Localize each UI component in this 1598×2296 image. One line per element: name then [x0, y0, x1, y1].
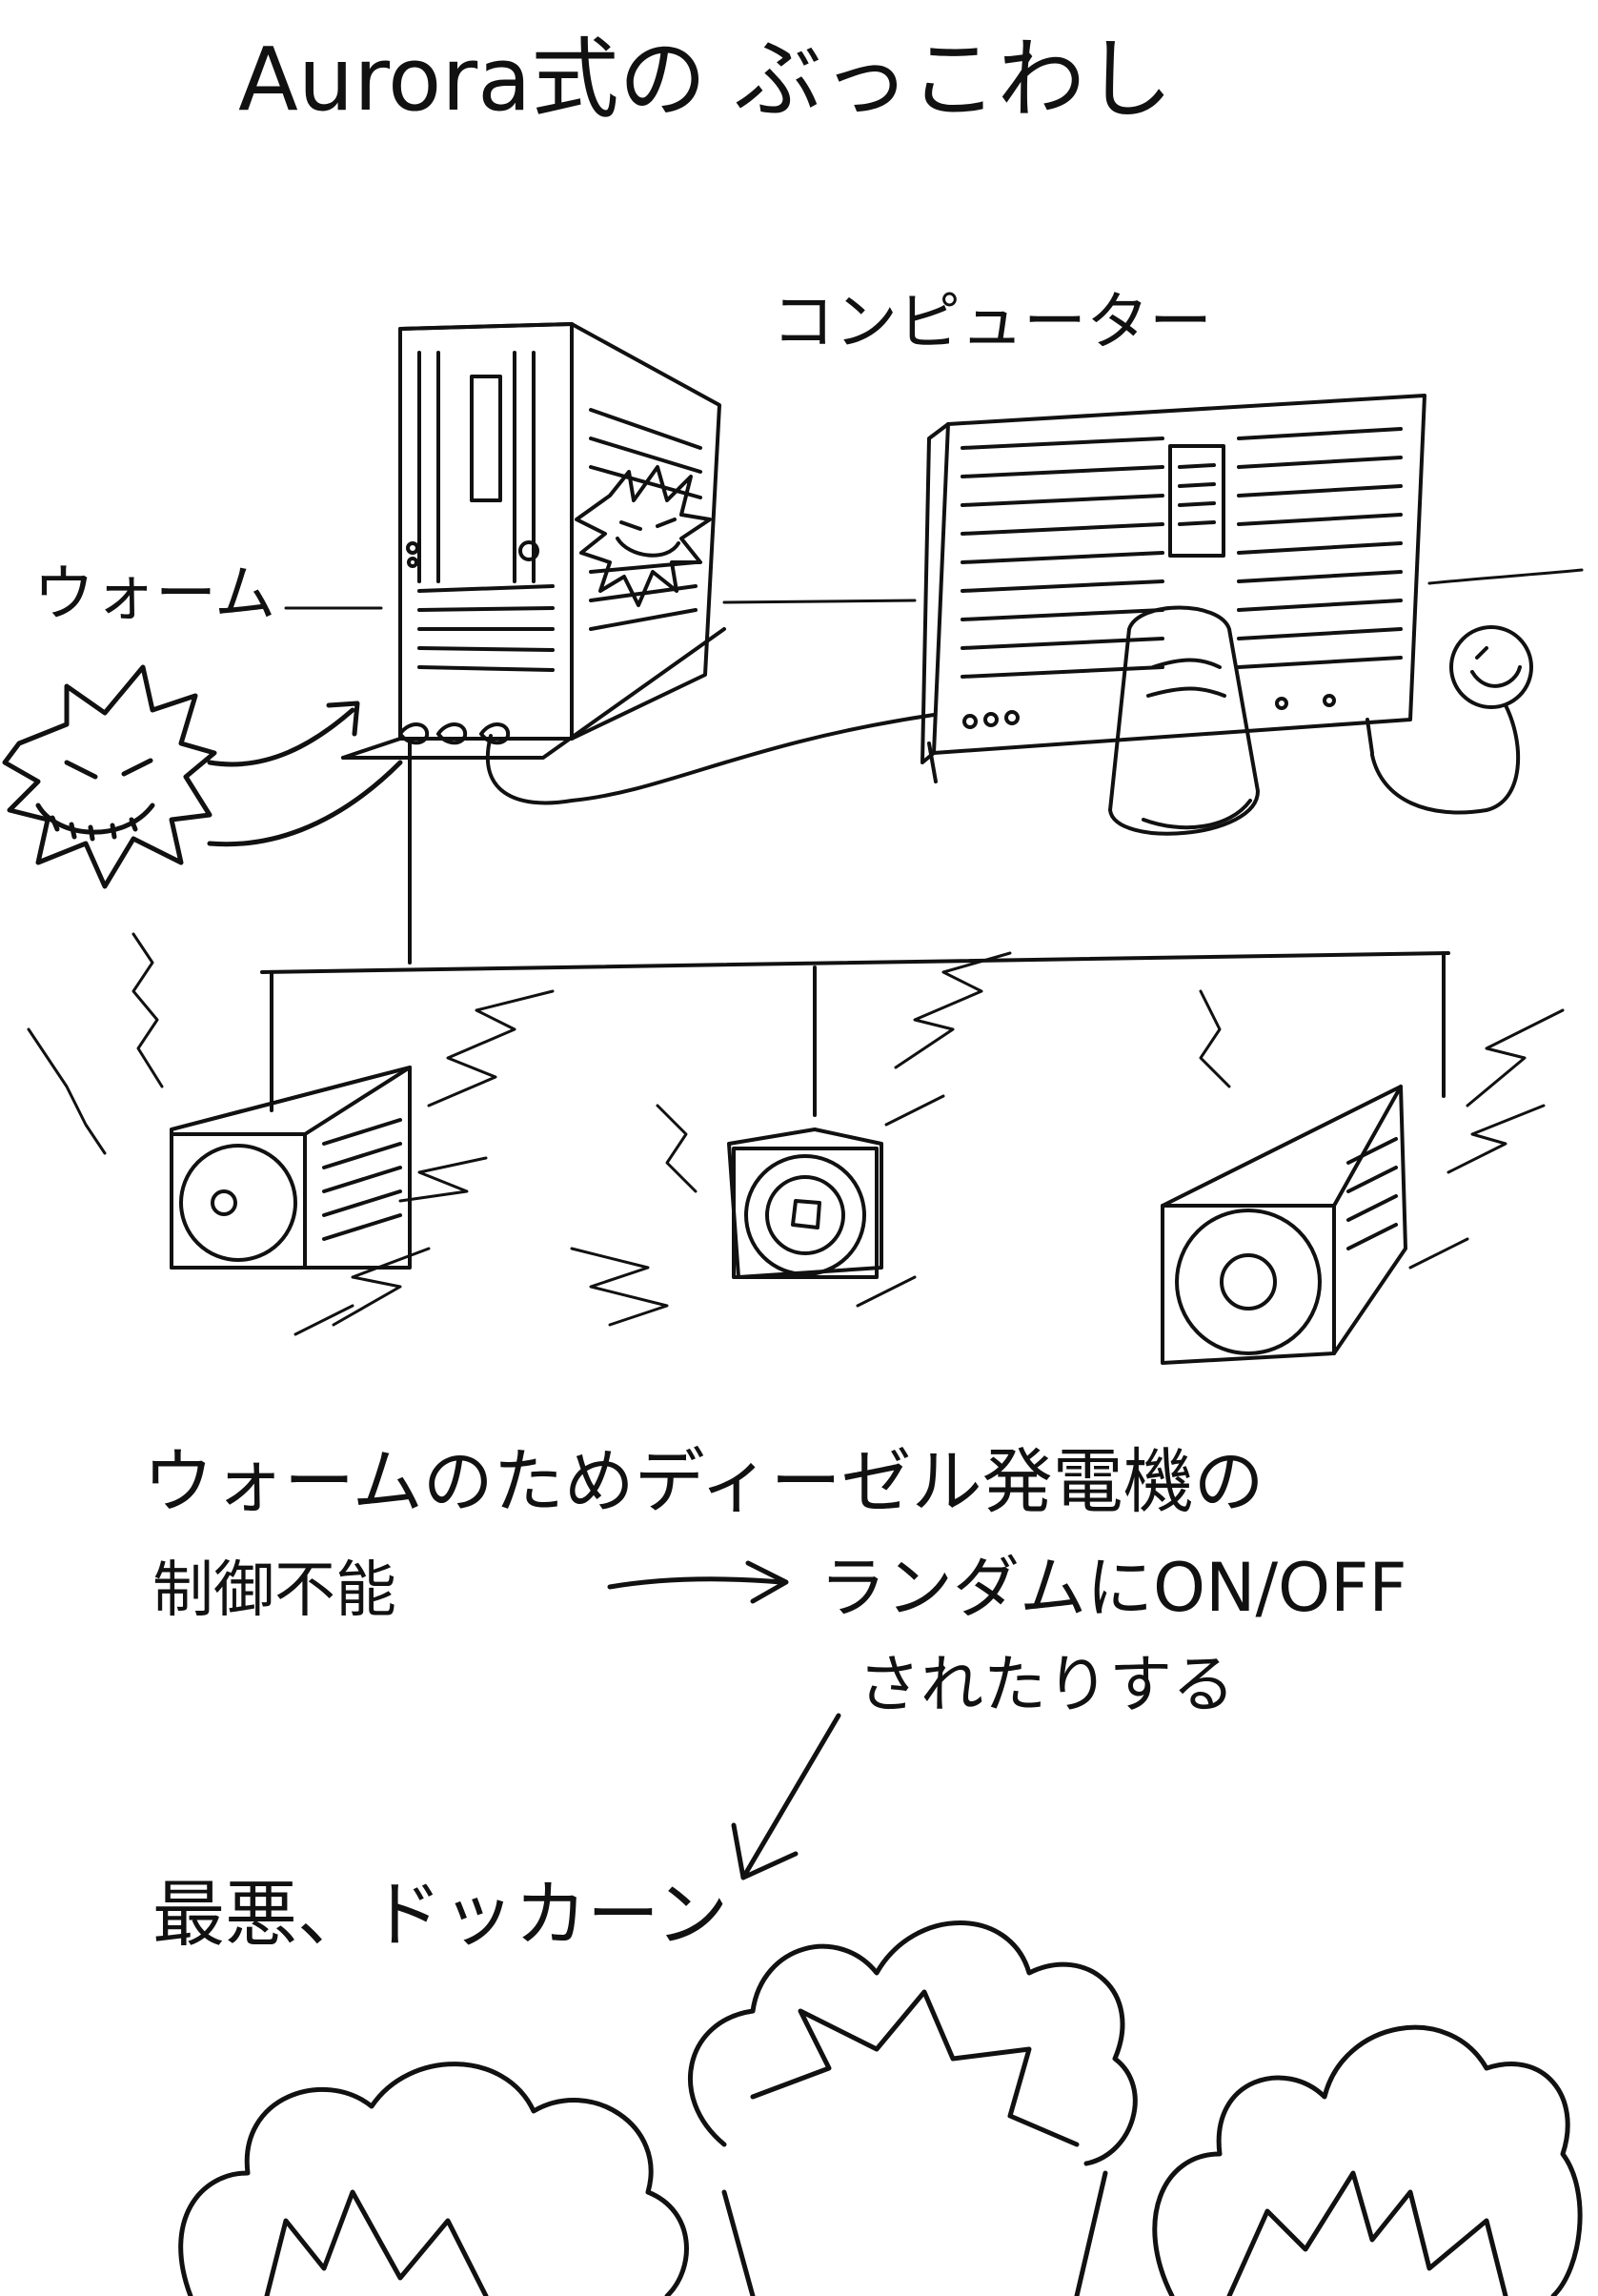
caption-line-2-left: 制御不能 — [152, 1555, 396, 1626]
arrow-right-icon — [207, 701, 403, 847]
explosion-cloud-icon — [1152, 2024, 1583, 2296]
cables — [260, 713, 1450, 1117]
caption-line-3: されたりする — [858, 1648, 1235, 1721]
generator-right — [1161, 1085, 1407, 1365]
worm-label: ウォーム — [33, 559, 275, 630]
generator-middle — [727, 1128, 883, 1279]
grinning-virus-icon — [575, 465, 712, 607]
arrow-down-left-icon — [731, 1713, 841, 1880]
caption-line-2-right: ランダムにON/OFF — [819, 1549, 1407, 1627]
outcome-text: 最悪、ドッカーン — [152, 1872, 728, 1957]
computer-label: コンピューター — [772, 285, 1212, 358]
office-chair — [1108, 605, 1260, 836]
vibration-marks — [27, 932, 1565, 1336]
page-title: Aurora式の ぶっこわし — [238, 29, 1173, 131]
generator-left — [170, 1066, 412, 1270]
caption-line-1: ウォームのためディーゼル発電機の — [143, 1441, 1264, 1523]
arrow-right-icon — [607, 1560, 789, 1604]
grinning-virus-icon — [2, 664, 217, 889]
explosion-cloud-icon — [688, 1920, 1138, 2296]
explosion-cloud-icon — [178, 2062, 689, 2296]
mouse-device — [1370, 625, 1533, 815]
tower-pc — [341, 322, 726, 760]
server-rack — [920, 394, 1426, 783]
floor-lines — [284, 568, 1584, 610]
